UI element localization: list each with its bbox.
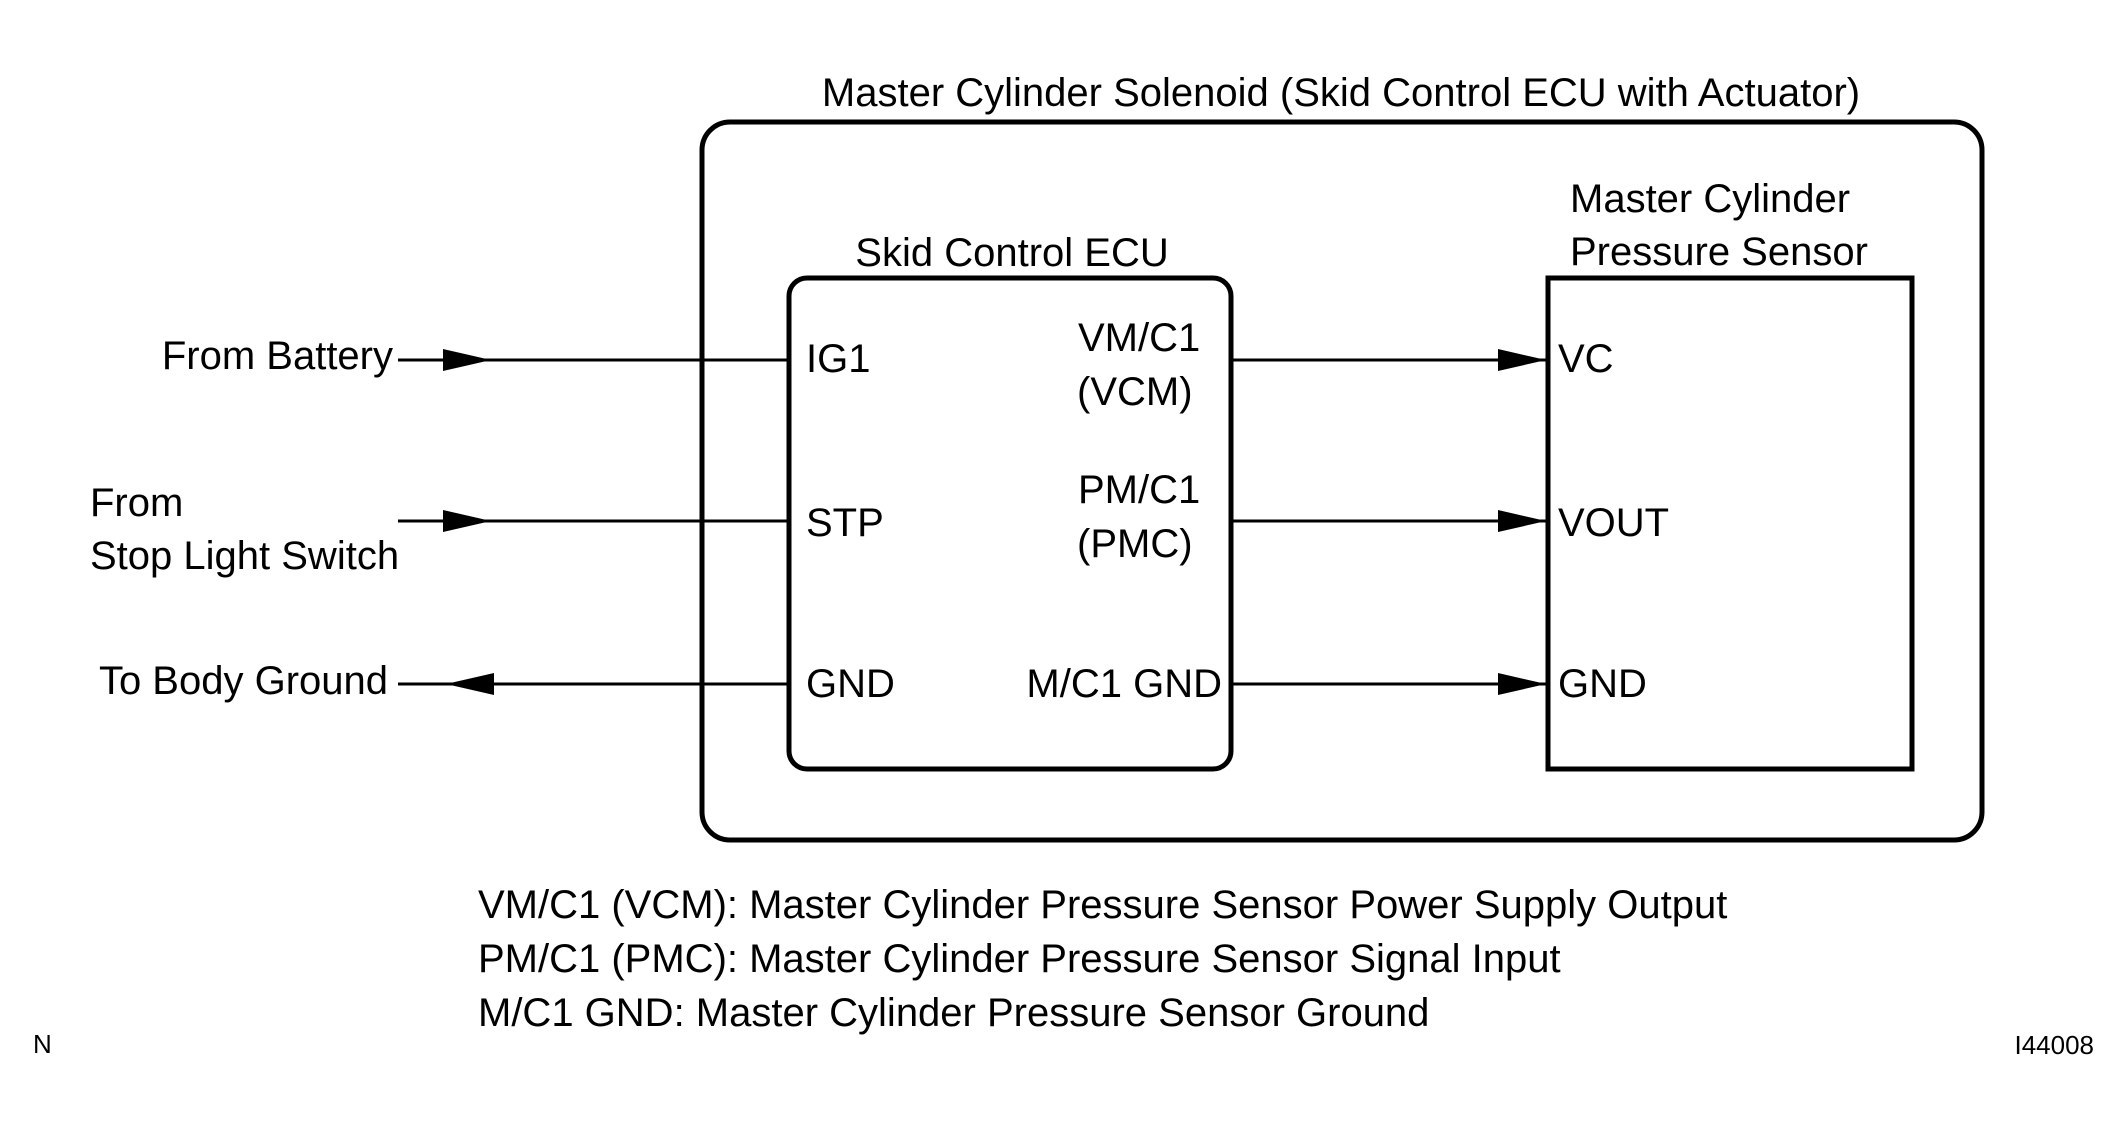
ecu-pin-mc1-gnd: M/C1 GND: [1026, 662, 1222, 706]
sensor-pin-vc: VC: [1558, 337, 1614, 381]
sensor-title-line1: Master Cylinder: [1570, 177, 1850, 221]
ecu-pin-pmc1: PM/C1: [1078, 468, 1200, 512]
sensor-title-line2: Pressure Sensor: [1570, 230, 1868, 274]
solenoid-title: Master Cylinder Solenoid (Skid Control E…: [822, 71, 1860, 115]
legend-line-mc1gnd: M/C1 GND: Master Cylinder Pressure Senso…: [478, 991, 1429, 1035]
sensor-pin-gnd: GND: [1558, 662, 1647, 706]
ecu-pin-vmc1: VM/C1: [1078, 316, 1200, 360]
corner-mark-left: N: [33, 1029, 52, 1059]
ecu-title: Skid Control ECU: [855, 231, 1168, 275]
sensor-pin-vout: VOUT: [1558, 501, 1669, 545]
sensor-box: [1545, 275, 1915, 772]
ecu-pin-pmc1-alias: (PMC): [1077, 522, 1193, 566]
figure-id: I44008: [2014, 1030, 2094, 1060]
ecu-pin-ig1: IG1: [806, 337, 870, 381]
from-stop-label-line2: Stop Light Switch: [90, 534, 399, 578]
arrow-gnd-body: [446, 673, 494, 695]
arrow-stop-stp: [443, 510, 491, 532]
ecu-box: [786, 275, 1234, 772]
ecu-pin-gnd: GND: [806, 662, 895, 706]
arrow-pmc1-vout: [1498, 510, 1546, 532]
legend-line-vmc1: VM/C1 (VCM): Master Cylinder Pressure Se…: [478, 883, 1727, 927]
arrow-mc1gnd-gnd: [1498, 673, 1546, 695]
to-body-ground-label: To Body Ground: [99, 659, 388, 703]
arrow-battery-ig1: [443, 349, 491, 371]
ecu-pin-vmc1-alias: (VCM): [1077, 370, 1193, 414]
from-battery-label: From Battery: [162, 334, 393, 378]
arrow-vmc1-vc: [1498, 349, 1546, 371]
solenoid-outer-box: [699, 119, 1985, 843]
legend-line-pmc1: PM/C1 (PMC): Master Cylinder Pressure Se…: [478, 937, 1561, 981]
from-stop-label-line1: From: [90, 481, 183, 525]
ecu-pin-stp: STP: [806, 501, 884, 545]
